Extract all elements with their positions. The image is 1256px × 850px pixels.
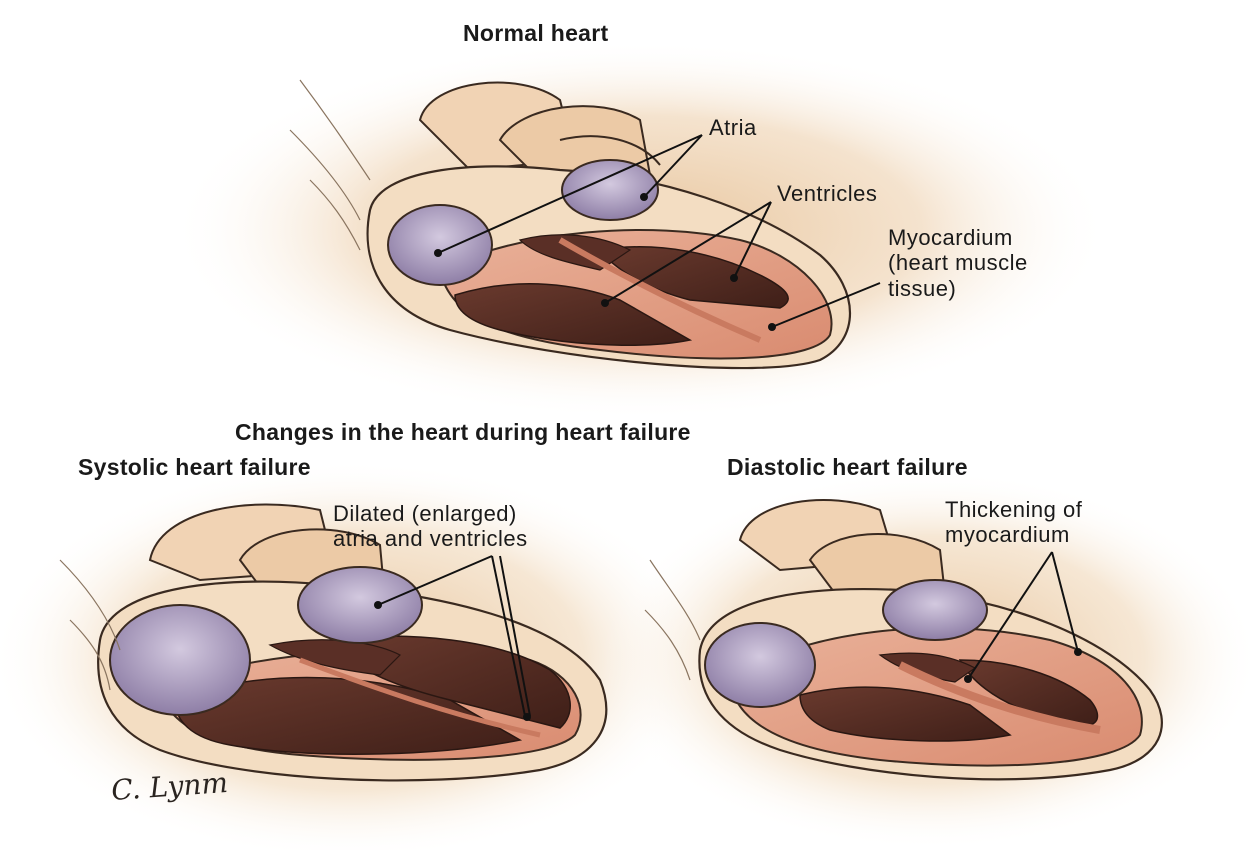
diastolic-heart — [644, 499, 1163, 781]
callout-myocardium-line-1: Myocardium — [888, 225, 1013, 250]
callout-atria: Atria — [709, 115, 757, 140]
systolic-heart — [59, 503, 608, 782]
callout-myocardium: Myocardium (heart muscle tissue) — [888, 225, 1028, 301]
callout-dilated: Dilated (enlarged) atria and ventricles — [333, 501, 528, 552]
callout-thickening-line-2: myocardium — [945, 522, 1070, 548]
systolic-leader-dots — [374, 601, 531, 721]
callout-myocardium-line-2: (heart muscle — [888, 250, 1028, 276]
title-diastolic: Diastolic heart failure — [727, 454, 968, 480]
normal-leader-dots — [434, 193, 776, 331]
normal-leader-lines — [437, 134, 881, 328]
signature: C. Lynm — [110, 766, 229, 807]
signature-text: C. Lynm — [110, 766, 229, 807]
callout-thickening: Thickening of myocardium — [945, 497, 1082, 548]
title-normal-heart: Normal heart — [463, 20, 609, 46]
callout-dilated-line-2: atria and ventricles — [333, 526, 528, 552]
title-changes: Changes in the heart during heart failur… — [235, 419, 691, 445]
systolic-leader-lines — [377, 555, 531, 717]
callout-dilated-line-1: Dilated (enlarged) — [333, 501, 517, 526]
title-systolic: Systolic heart failure — [78, 454, 311, 480]
callout-thickening-line-1: Thickening of — [945, 497, 1083, 522]
callout-ventricles: Ventricles — [777, 181, 878, 206]
normal-heart — [289, 79, 851, 370]
callout-myocardium-line-3: tissue) — [888, 275, 957, 301]
diastolic-leader-lines — [967, 551, 1079, 680]
diastolic-leader-dots — [964, 648, 1082, 683]
